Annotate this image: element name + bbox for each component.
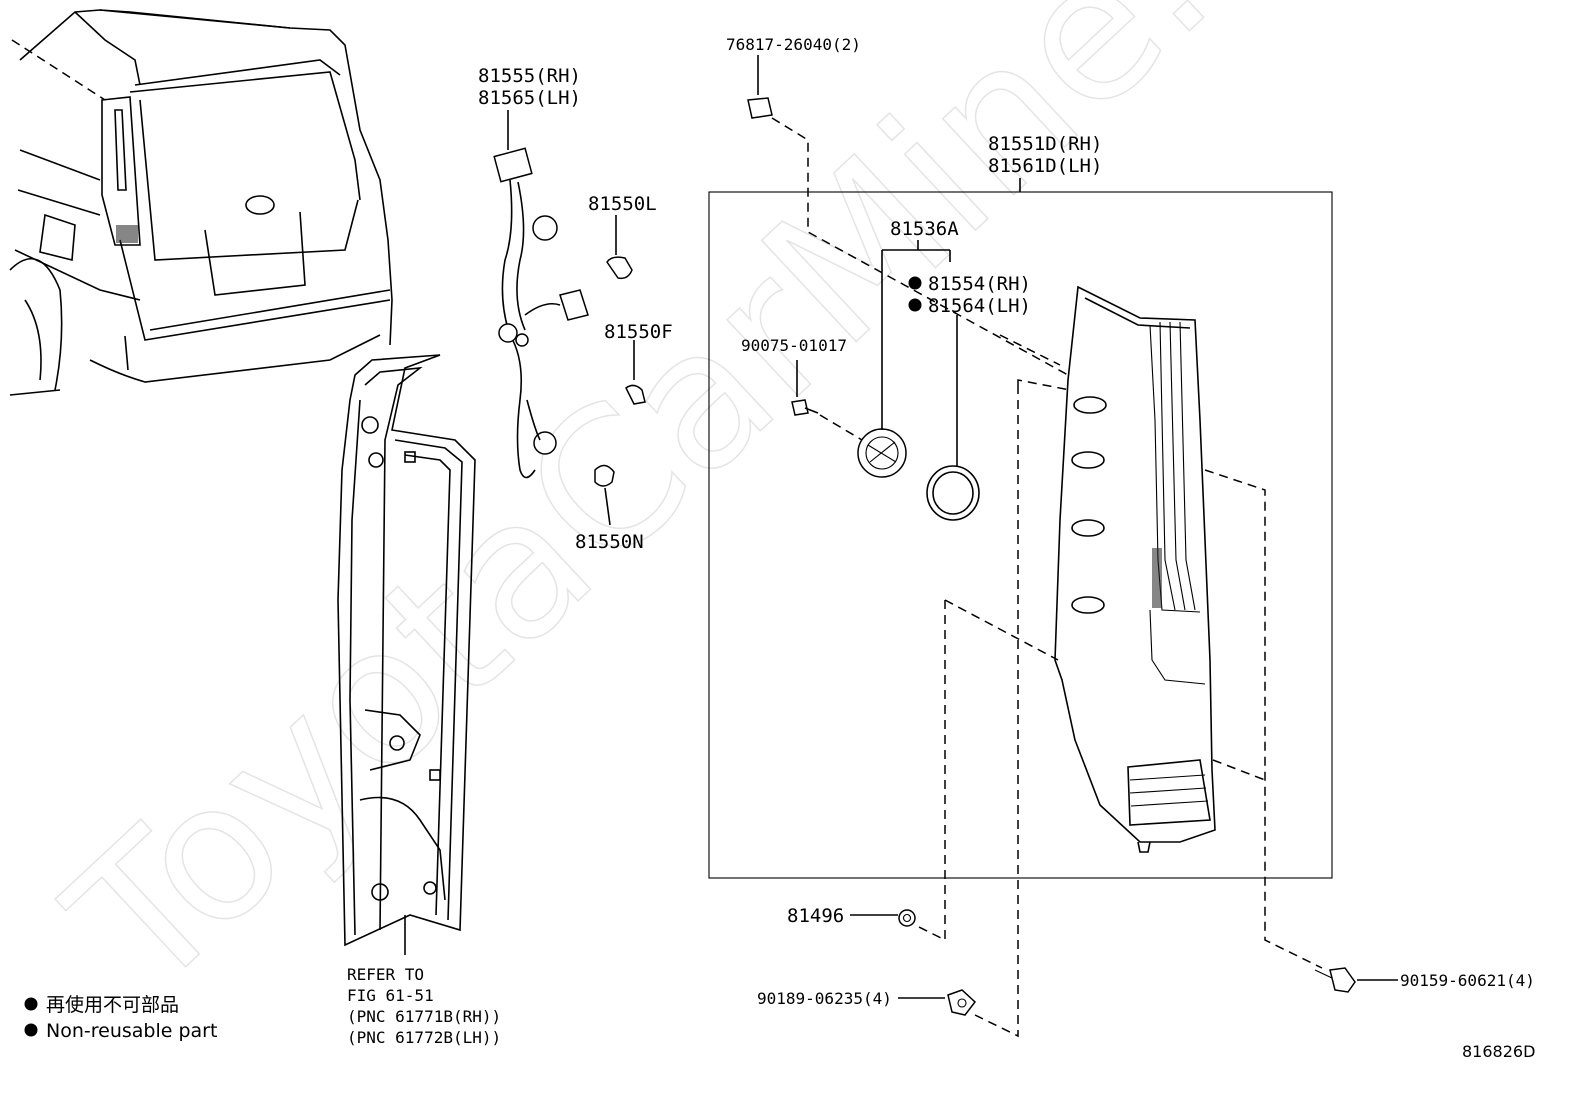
leader-lines (771, 117, 1323, 1038)
watermark-text: ToyotaCarMine.ru (29, 0, 1394, 1034)
nut-90189 (898, 989, 977, 1016)
label-81550N: 81550N (575, 531, 644, 553)
diagram-id: 816826D (1462, 1042, 1535, 1061)
refer-note-line-1: REFER TO (347, 965, 424, 984)
legend-line-2: Non-reusable part (46, 1020, 217, 1042)
non-reusable-marker-rh (908, 276, 922, 290)
tail-lamp-illustration (1054, 285, 1216, 853)
tail-lamp-assembly-group (708, 178, 1333, 879)
label-81561D: 81561D(LH) (988, 155, 1102, 177)
screw-90159 (1314, 967, 1398, 993)
legend-dot-2 (24, 1023, 38, 1037)
label-81550F: 81550F (604, 321, 673, 343)
label-90159: 90159-60621(4) (1400, 971, 1535, 990)
legend-line-1: 再使用不可部品 (46, 994, 179, 1016)
label-81551D: 81551D(RH) (988, 133, 1102, 155)
wire-harness-illustration (493, 110, 589, 479)
label-81555: 81555(RH) (478, 65, 581, 87)
screw-90075 (791, 360, 819, 416)
vehicle-rear-illustration (9, 9, 393, 396)
label-81554: 81554(RH) (928, 273, 1031, 295)
refer-note-line-4: (PNC 61772B(LH)) (347, 1028, 501, 1047)
clip-76817 (747, 55, 773, 119)
label-90189: 90189-06235(4) (757, 989, 892, 1008)
back-door-panel-illustration (337, 354, 476, 955)
label-81496: 81496 (787, 905, 844, 927)
label-90075: 90075-01017 (741, 336, 847, 355)
bulb-81550F (625, 340, 646, 405)
bulb-81550L (606, 215, 633, 280)
non-reusable-marker-lh (908, 298, 922, 312)
fastener-81496 (850, 909, 916, 927)
legend-dot-1 (24, 997, 38, 1011)
refer-note-line-2: FIG 61-51 (347, 986, 434, 1005)
label-76817: 76817-26040(2) (726, 35, 861, 54)
refer-note-line-3: (PNC 61771B(RH)) (347, 1007, 501, 1026)
label-81550L: 81550L (588, 193, 657, 215)
bulb-81550N (594, 464, 615, 526)
label-81536A: 81536A (890, 218, 959, 240)
label-81564: 81564(LH) (928, 295, 1031, 317)
socket-81536A (857, 428, 907, 478)
gasket-81554 (926, 465, 980, 521)
label-81565: 81565(LH) (478, 87, 581, 109)
